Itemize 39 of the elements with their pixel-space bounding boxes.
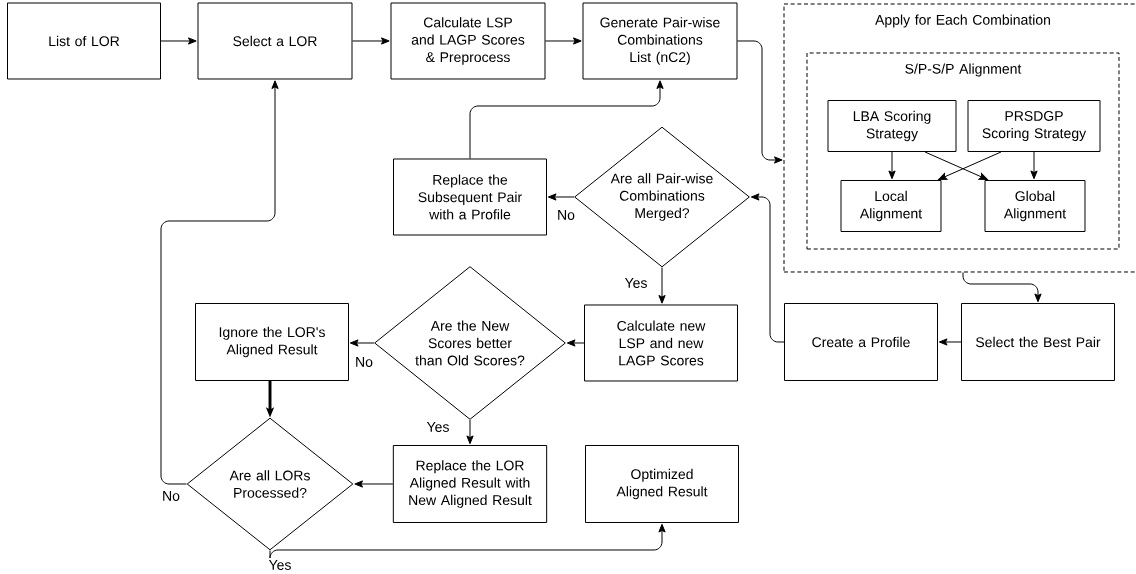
arrow xyxy=(349,339,375,347)
process-box: Select a LOR xyxy=(197,2,353,80)
arrow xyxy=(750,193,785,343)
arrow xyxy=(352,37,390,45)
arrow xyxy=(924,151,988,180)
edge-label: No xyxy=(160,489,182,503)
arrow xyxy=(545,37,582,45)
arrow xyxy=(566,339,585,347)
process-box: Calculate new LSP and new LAGP Scores xyxy=(584,304,738,382)
process-box: Replace the LOR Aligned Result with New Aligned Result xyxy=(392,445,548,523)
process-box: Global Alignment xyxy=(984,180,1086,232)
arrow xyxy=(888,151,896,180)
edge-label: No xyxy=(555,208,577,222)
arrow xyxy=(547,193,575,201)
process-box: List of LOR xyxy=(7,2,161,80)
process-box: PRSDGP Scoring Strategy xyxy=(967,100,1101,152)
edge-label: No xyxy=(353,355,375,369)
process-box: Generate Pair-wise Combinations List (nC2) xyxy=(582,2,738,80)
process-box: Local Alignment xyxy=(840,180,942,232)
arrow xyxy=(160,80,279,485)
arrow xyxy=(938,151,1002,180)
process-box: Select the Best Pair xyxy=(961,303,1115,381)
arrow xyxy=(469,80,664,159)
process-box: LBA Scoring Strategy xyxy=(827,100,957,152)
edge-label: Yes xyxy=(425,420,451,434)
process-box: Optimized Aligned Result xyxy=(585,445,739,523)
arrow xyxy=(466,419,474,445)
process-box: Create a Profile xyxy=(784,303,938,381)
arrow xyxy=(160,37,197,45)
arrow xyxy=(658,267,666,304)
edge-label: Yes xyxy=(267,558,293,572)
edge-label: Yes xyxy=(623,276,649,290)
process-box: Replace the Subsequent Pair with a Profile xyxy=(393,158,547,236)
process-box: Ignore the LOR's Aligned Result xyxy=(195,303,349,381)
arrow xyxy=(737,40,783,164)
arrow xyxy=(354,480,394,488)
arrow xyxy=(1030,151,1038,180)
process-box: Calculate LSP and LAGP Scores & Preprocess xyxy=(390,2,546,80)
arrow xyxy=(938,338,962,346)
